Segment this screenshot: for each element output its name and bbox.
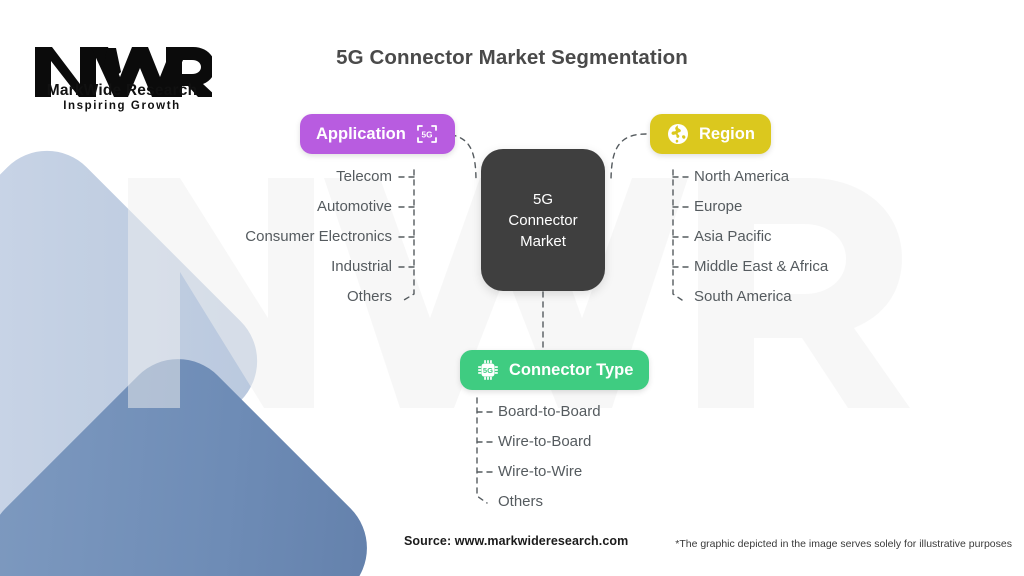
leaf-region-3: Asia Pacific [694,228,772,245]
leaf-region-4: Middle East & Africa [694,258,829,275]
leaf-region-5: South America [694,288,792,305]
5g-chip-icon: 5G [478,360,498,380]
page-title: 5G Connector Market Segmentation [336,46,688,69]
leaf-application-2: Automotive [316,198,392,215]
branch-label-region: Region [699,124,755,143]
leaf-connector-type-3: Wire-to-Wire [498,463,583,480]
branch-badge-application[interactable]: Application 5G [300,114,455,154]
leaf-application-4: Industrial [331,258,392,275]
branch-badge-region[interactable]: Region [650,114,771,154]
logo-mark [35,47,212,97]
logo-company-name: MarkWide Research [46,82,198,99]
svg-text:5G: 5G [483,366,493,375]
globe-icon [668,124,688,144]
center-node-line3: Market [520,232,566,250]
leaf-region-2: Europe [694,198,743,215]
leaf-application-1: Telecom [336,168,392,185]
leaf-application-3: Consumer Electronics [245,228,392,245]
center-node-line1: 5G [532,190,553,208]
branch-label-application: Application [316,124,406,143]
svg-text:5G: 5G [421,130,432,139]
branch-badge-connector-type[interactable]: 5G Connector Type [460,350,650,390]
center-node: 5G Connector Market [481,149,605,291]
leaf-connector-type-1: Board-to-Board [498,403,601,420]
leaf-connector-type-2: Wire-to-Board [498,433,592,450]
disclaimer-text: *The graphic depicted in the image serve… [675,538,1012,550]
leaf-application-5: Others [346,288,392,305]
5g-scan-icon: 5G [416,125,437,143]
branch-label-connector-type: Connector Type [509,360,634,379]
source-text: Source: www.markwideresearch.com [404,534,629,548]
center-node-line2: Connector [508,211,578,229]
logo-tagline: Inspiring Growth [63,100,181,112]
leaf-region-1: North America [694,168,790,185]
leaf-connector-type-4: Others [498,493,544,510]
